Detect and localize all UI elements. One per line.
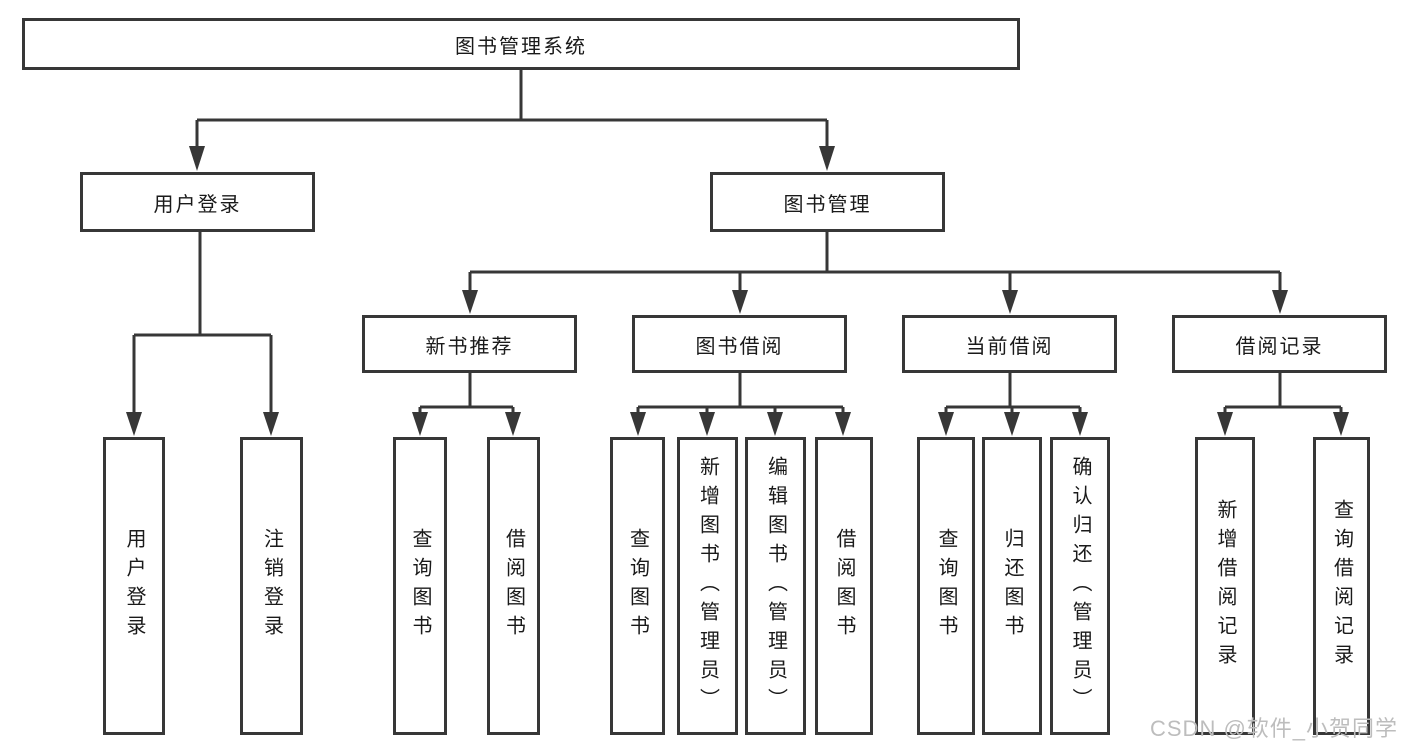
leaf-borrow-query-book: 查询图书 — [610, 437, 665, 735]
node-label: 新增图书（管理员） — [696, 455, 719, 717]
leaf-user-login: 用户登录 — [103, 437, 165, 735]
node-label: 新增借阅记录 — [1214, 499, 1236, 673]
node-label: 图书借阅 — [695, 335, 784, 358]
leaf-logout: 注销登录 — [240, 437, 303, 735]
leaf-borrow-borrow-book: 借阅图书 — [815, 437, 873, 735]
leaf-current-confirm-return-admin: 确认归还（管理员） — [1050, 437, 1110, 735]
leaf-current-return-book: 归还图书 — [982, 437, 1042, 735]
node-label: 图书管理系统 — [455, 35, 587, 58]
node-book-borrow: 图书借阅 — [632, 315, 847, 373]
node-label: 借阅图书 — [502, 528, 525, 644]
node-label: 确认归还（管理员） — [1069, 455, 1091, 717]
node-label: 查询图书 — [626, 528, 649, 644]
node-label: 新书推荐 — [425, 335, 514, 358]
node-book-management: 图书管理 — [710, 172, 945, 232]
leaf-borrow-edit-book-admin: 编辑图书（管理员） — [745, 437, 806, 735]
leaf-record-add: 新增借阅记录 — [1195, 437, 1255, 735]
arrowheads — [126, 146, 1349, 436]
node-library-management-system: 图书管理系统 — [22, 18, 1020, 70]
node-label: 用户登录 — [153, 193, 242, 216]
node-label: 编辑图书（管理员） — [764, 455, 787, 717]
csdn-watermark: CSDN @软件_小贺同学 — [1150, 716, 1399, 741]
leaf-borrow-add-book-admin: 新增图书（管理员） — [677, 437, 738, 735]
leaf-record-query: 查询借阅记录 — [1313, 437, 1370, 735]
node-label: 查询图书 — [935, 528, 957, 644]
leaf-newbook-query: 查询图书 — [393, 437, 447, 735]
node-current-borrow: 当前借阅 — [902, 315, 1117, 373]
node-borrow-record: 借阅记录 — [1172, 315, 1387, 373]
node-user-login: 用户登录 — [80, 172, 315, 232]
node-label: 借阅图书 — [833, 528, 855, 644]
node-label: 归还图书 — [1001, 528, 1023, 644]
node-label: 用户登录 — [123, 528, 145, 644]
node-label: 查询图书 — [409, 528, 431, 644]
node-label: 注销登录 — [260, 528, 283, 644]
node-new-book-recommend: 新书推荐 — [362, 315, 577, 373]
node-label: 当前借阅 — [965, 335, 1054, 358]
leaf-newbook-borrow: 借阅图书 — [487, 437, 540, 735]
node-label: 图书管理 — [783, 193, 872, 216]
node-label: 借阅记录 — [1235, 335, 1324, 358]
node-label: 查询借阅记录 — [1330, 499, 1353, 673]
leaf-current-query-book: 查询图书 — [917, 437, 975, 735]
